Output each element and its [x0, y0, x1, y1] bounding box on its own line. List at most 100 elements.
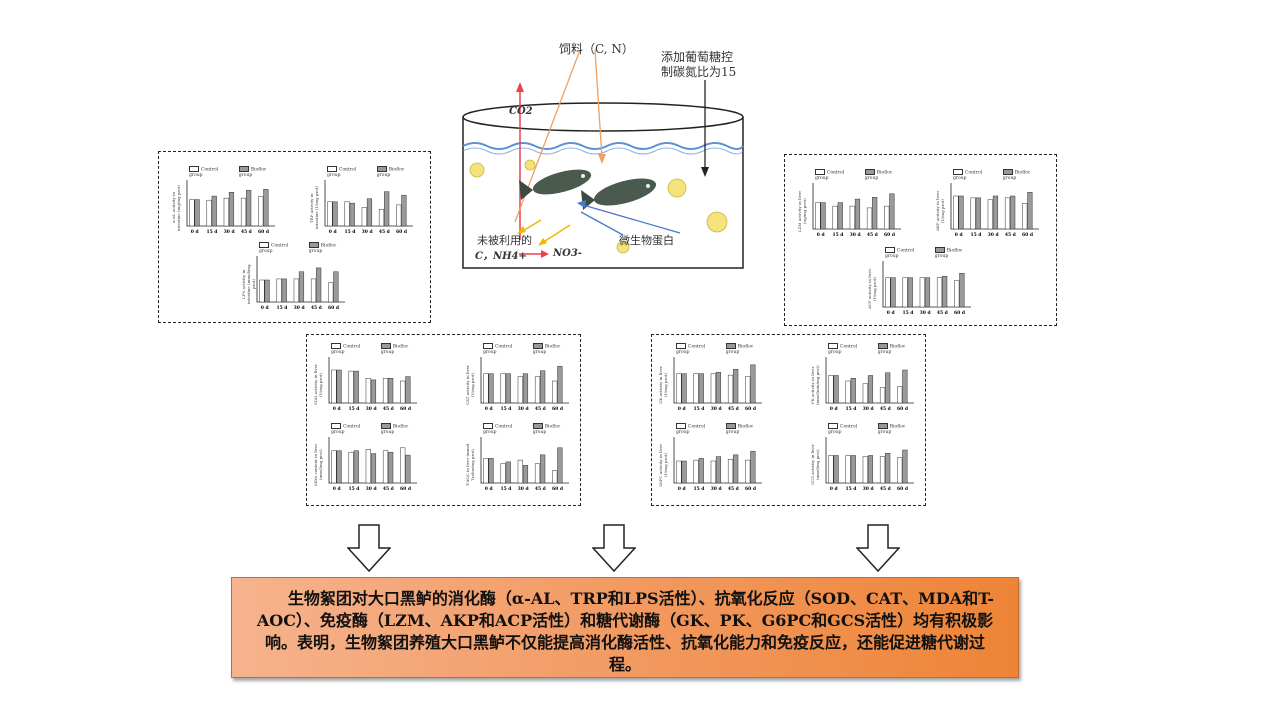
bar-control — [276, 278, 282, 303]
bar-control — [727, 374, 734, 404]
x-tick-label: 60 d — [745, 406, 757, 412]
bar-control — [382, 450, 389, 484]
x-tick-label: 30 d — [362, 229, 374, 235]
bar-biofloc — [902, 449, 908, 484]
chart-ylabel: GK activity in liver (U/mg prot) — [658, 366, 668, 404]
nutrients-label: C，NH4+ — [475, 251, 527, 262]
x-tick-label: 30 d — [711, 486, 723, 492]
bar-biofloc — [316, 267, 322, 303]
bar-biofloc — [522, 373, 529, 404]
bar-biofloc — [833, 375, 839, 404]
bar-control — [240, 197, 247, 227]
bar-control — [331, 369, 337, 404]
bar-control — [693, 373, 699, 404]
chart-ylabel: MDA content in liver (nmol/mg prot) — [313, 443, 323, 487]
x-tick-label: 30 d — [863, 406, 875, 412]
bar-control — [710, 373, 716, 404]
bar-biofloc — [872, 197, 878, 230]
bar-biofloc — [336, 369, 342, 404]
bar-control — [919, 277, 925, 308]
bar-control — [862, 456, 868, 484]
fish-1 — [519, 169, 592, 200]
bar-control — [676, 373, 682, 404]
bar-biofloc — [681, 460, 687, 484]
legend-biofloc: Biofloc group — [380, 343, 409, 355]
x-tick-label: 45 d — [880, 486, 892, 492]
bar-biofloc — [867, 375, 874, 404]
bar-control — [885, 277, 891, 308]
x-tick-label: 15 d — [902, 310, 914, 316]
glucose-label-line1: 添加葡萄糖控 — [661, 50, 734, 64]
bar-biofloc — [333, 271, 339, 303]
bar-biofloc — [715, 371, 722, 404]
x-tick-label: 0 d — [830, 406, 839, 412]
bar-biofloc — [505, 373, 511, 404]
legend-control: Control group — [828, 343, 858, 355]
co2-label: CO2 — [509, 106, 533, 117]
x-tick-label: 0 d — [191, 229, 200, 235]
bar-control — [400, 380, 406, 404]
legend-biofloc: Biofloc group — [532, 423, 561, 435]
x-tick-label: 60 d — [897, 406, 909, 412]
bar-control — [936, 277, 943, 308]
bar-control — [310, 278, 317, 303]
bar-control — [987, 199, 993, 230]
bar-control — [953, 195, 959, 230]
chart-ylabel: LZM activity in liver (ug/mg prot) — [797, 190, 807, 232]
bar-control — [1004, 197, 1011, 230]
legend-biofloc: Biofloc group — [725, 423, 754, 435]
feed-label: 饲料（C, N） — [559, 42, 634, 56]
bar-control — [815, 202, 821, 230]
legend-control: Control group — [885, 247, 915, 259]
down-arrow-left — [347, 524, 391, 572]
chart-ylabel: α-AL activity in intestine (mg/mg prot) — [171, 185, 181, 231]
x-tick-label: 0 d — [887, 310, 896, 316]
bar-biofloc — [370, 453, 377, 484]
bar-control — [534, 463, 541, 484]
legend-control: Control group — [327, 166, 357, 178]
bar-control — [348, 370, 354, 404]
x-tick-label: 15 d — [845, 486, 857, 492]
bar-control — [884, 205, 890, 230]
bar-biofloc — [992, 195, 999, 230]
x-tick-label: 30 d — [711, 406, 723, 412]
bar-biofloc — [264, 279, 270, 303]
x-tick-label: 30 d — [518, 486, 530, 492]
bar-control — [259, 279, 265, 303]
x-tick-label: 60 d — [400, 406, 412, 412]
tank-rim — [462, 102, 744, 132]
bar-biofloc — [211, 195, 217, 227]
bar-biofloc — [557, 447, 563, 484]
bar-control — [344, 201, 350, 227]
chart-ylabel: ACP activity in liver (U/mg prot) — [867, 268, 877, 310]
bar-biofloc — [850, 455, 856, 484]
x-tick-label: 0 d — [485, 406, 494, 412]
x-tick-label: 30 d — [988, 232, 1000, 238]
x-tick-label: 15 d — [832, 232, 844, 238]
x-tick-label: 45 d — [937, 310, 949, 316]
x-tick-label: 60 d — [954, 310, 966, 316]
bar-biofloc — [557, 366, 563, 404]
x-tick-label: 30 d — [863, 486, 875, 492]
x-tick-label: 30 d — [224, 229, 236, 235]
chart-ylabel: G6PC activity in liver (U/mg prot) — [658, 443, 668, 487]
legend-control: Control group — [828, 423, 858, 435]
tank-body — [462, 117, 744, 269]
bar-biofloc — [750, 364, 756, 404]
tank-illustration: 饲料（C, N） 添加葡萄糖控 制碳氮比为15 CO2 未被利用的 C，NH4+… — [455, 40, 755, 280]
nitrate-label: NO3- — [553, 248, 582, 259]
bar-biofloc — [681, 373, 687, 404]
